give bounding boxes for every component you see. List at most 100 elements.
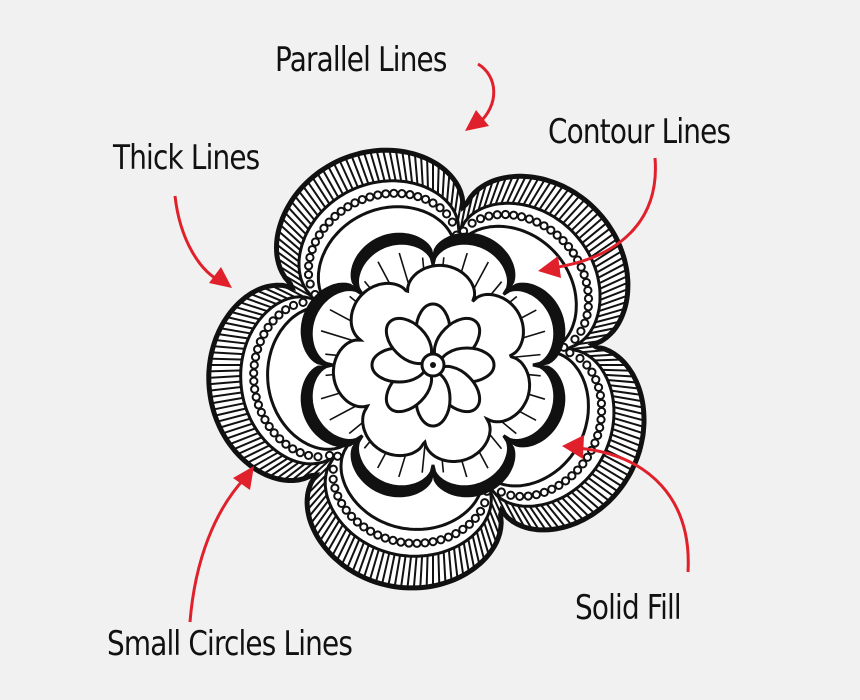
small-circle xyxy=(253,344,263,354)
hatch-line xyxy=(261,285,291,301)
hatch-line xyxy=(600,368,633,372)
small-circle xyxy=(539,487,549,497)
hatch-line xyxy=(521,503,541,533)
small-circle xyxy=(352,517,363,527)
hatch-line xyxy=(482,178,495,210)
hatch-line xyxy=(610,427,645,442)
hatch-line xyxy=(471,533,481,567)
hatch-line xyxy=(419,553,424,588)
small-circle xyxy=(524,214,534,224)
hatch-line xyxy=(542,184,565,214)
hatch-line xyxy=(499,174,515,206)
small-circle xyxy=(303,450,314,461)
hatch-line xyxy=(211,344,247,350)
label-parallel-lines: Parallel Lines xyxy=(275,40,447,80)
hatch-line xyxy=(590,320,622,330)
hatch-line xyxy=(212,407,249,418)
small-circle xyxy=(333,491,343,501)
hatch-line xyxy=(592,358,624,362)
hatch-line xyxy=(386,551,397,588)
hatch-line xyxy=(437,551,441,587)
small-circle xyxy=(328,464,338,474)
arrowhead-thick xyxy=(209,267,232,288)
hatch-line xyxy=(611,400,645,409)
small-circle xyxy=(275,434,285,444)
small-circle xyxy=(346,511,357,521)
small-circle xyxy=(480,498,490,508)
hatch-line xyxy=(399,553,407,588)
arrow-small-circles xyxy=(188,476,247,623)
hatch-line xyxy=(609,432,644,448)
hatch-line xyxy=(269,283,298,299)
hatch-line xyxy=(556,193,582,223)
hatch-line xyxy=(595,462,628,484)
hatch-line xyxy=(532,179,553,210)
hatch-line xyxy=(425,553,429,588)
small-circle xyxy=(496,487,506,497)
hatch-line xyxy=(349,153,365,188)
hatch-line xyxy=(493,175,508,207)
label-thick-lines: Thick Lines xyxy=(113,138,260,178)
small-circle xyxy=(389,188,399,198)
hatch-line xyxy=(597,287,631,302)
small-circle xyxy=(343,202,353,212)
hatch-line xyxy=(406,554,413,588)
hatch-line xyxy=(533,503,555,532)
small-circle xyxy=(404,538,414,548)
hatch-line xyxy=(228,310,262,321)
hatch-line xyxy=(583,226,613,250)
hatch-line xyxy=(217,417,253,430)
small-circle xyxy=(561,476,571,486)
small-circle xyxy=(380,533,390,543)
hatch-line xyxy=(215,412,251,424)
small-circle xyxy=(579,270,589,280)
hatch-line xyxy=(280,216,307,242)
small-circle xyxy=(590,438,600,448)
hatch-line xyxy=(516,174,534,207)
hatch-line xyxy=(597,294,630,308)
hatch-line xyxy=(436,163,440,196)
hatch-line xyxy=(462,540,471,575)
small-circle xyxy=(580,318,590,328)
hatch-line xyxy=(585,475,616,499)
small-circle xyxy=(575,353,585,363)
small-circle xyxy=(253,400,264,410)
hatch-line xyxy=(289,199,314,227)
hatch-line xyxy=(335,530,353,563)
hatch-line xyxy=(595,307,627,319)
small-circle xyxy=(373,530,383,540)
small-circle xyxy=(596,398,607,409)
hatch-line xyxy=(466,537,476,571)
arrowhead-solid xyxy=(562,435,584,459)
small-circle xyxy=(281,439,291,449)
small-circle xyxy=(396,537,406,547)
hatch-line xyxy=(549,499,574,528)
small-circle xyxy=(373,190,383,200)
small-circle xyxy=(593,430,603,440)
hatch-line xyxy=(261,456,291,476)
small-circle xyxy=(576,326,586,336)
hatch-line xyxy=(582,479,612,503)
small-circle xyxy=(288,444,298,454)
hatch-line xyxy=(235,439,268,456)
hatch-line xyxy=(476,181,488,213)
hatch-line xyxy=(475,529,486,562)
small-circle xyxy=(492,210,502,220)
small-circle xyxy=(310,237,321,247)
hatch-line xyxy=(611,421,645,435)
hatch-line xyxy=(576,215,606,241)
hatch-line xyxy=(305,486,328,512)
small-circle xyxy=(596,414,606,425)
hatch-line xyxy=(220,421,255,435)
small-circle xyxy=(581,277,592,288)
small-circle xyxy=(500,209,511,220)
hatch-line xyxy=(502,498,519,527)
small-circle xyxy=(464,519,474,529)
hatch-line xyxy=(242,296,275,310)
hatch-line xyxy=(594,255,627,275)
hatch-line xyxy=(479,525,491,557)
hatch-line xyxy=(356,151,371,187)
hatch-line xyxy=(208,385,244,392)
hatch-line xyxy=(521,175,541,208)
